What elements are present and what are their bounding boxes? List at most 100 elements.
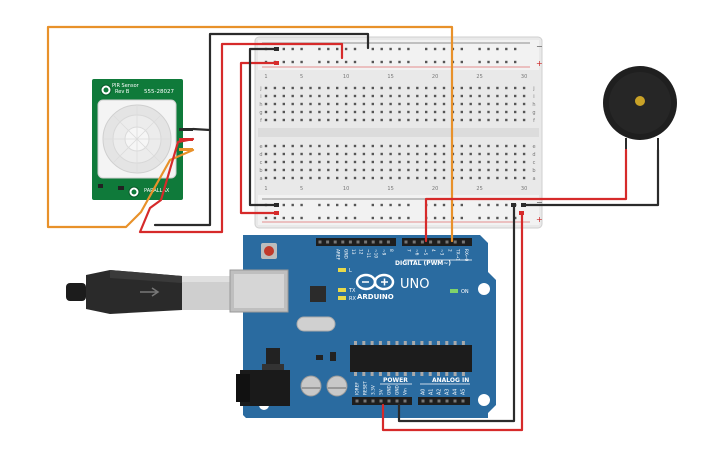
top-rail-holes (264, 47, 517, 64)
terminal-hole (336, 118, 339, 122)
terminal-hole (433, 94, 437, 98)
terminal-hole (487, 94, 490, 98)
terminal-hole (327, 176, 330, 180)
terminal-hole (318, 118, 321, 122)
rail-hole (318, 47, 321, 51)
column-number: 25 (476, 186, 482, 192)
terminal-hole (264, 176, 268, 180)
row-letter: i (533, 94, 534, 100)
rail-hole (282, 47, 285, 51)
terminal-hole (407, 118, 410, 122)
rail-hole (336, 216, 339, 220)
terminal-hole (318, 86, 321, 90)
row-letter: b (532, 168, 535, 174)
terminal-hole (291, 160, 294, 164)
chip-pin (354, 372, 357, 376)
analog-pin-label: A2 (437, 389, 443, 395)
terminal-hole (416, 176, 419, 180)
terminal-hole (522, 152, 526, 156)
digital-header-pins (318, 240, 465, 244)
terminal-hole (505, 102, 508, 106)
terminal-hole (336, 86, 339, 90)
header-pin (453, 399, 457, 403)
terminal-hole (496, 160, 499, 164)
terminal-hole (522, 110, 526, 114)
terminal-hole (291, 144, 294, 148)
digital-pin-label: GND (342, 249, 348, 260)
chip-pin (378, 341, 382, 345)
terminal-hole (282, 94, 285, 98)
usb-icon (140, 287, 160, 297)
terminal-hole (344, 144, 348, 148)
analog-pin-label: A1 (429, 389, 435, 395)
analog-pin-label: A5 (461, 389, 467, 395)
terminal-hole (460, 102, 463, 106)
chip-pin (403, 372, 407, 376)
rail-hole (291, 47, 294, 51)
terminal-hole (380, 118, 383, 122)
rail-hole (300, 60, 303, 64)
column-number: 15 (387, 74, 393, 80)
terminal-hole (407, 176, 410, 180)
terminal-hole (522, 102, 526, 106)
terminal-hole (380, 86, 383, 90)
header-pin (437, 240, 441, 244)
chip-pin (378, 372, 382, 376)
rail-hole (371, 203, 374, 207)
terminal-hole (273, 94, 277, 98)
digital-pin-label: RX←0 (463, 249, 469, 262)
rail-hole (327, 203, 330, 207)
terminal-hole (273, 118, 277, 122)
led-tx-label: TX (348, 288, 356, 294)
power-pin-label: GND (387, 384, 393, 395)
terminal-hole (380, 110, 383, 114)
chip-pin (362, 341, 366, 345)
wire-red-arduino-5v (381, 211, 524, 432)
terminal-hole (380, 160, 383, 164)
top-rail-minus-label: − (536, 42, 543, 51)
terminal-hole (469, 118, 472, 122)
chip-pin (395, 341, 399, 345)
terminal-hole (433, 168, 437, 172)
terminal-hole (478, 152, 481, 156)
terminal-hole (433, 160, 437, 164)
terminal-hole (336, 176, 339, 180)
digital-pin-label: ~11 (365, 249, 371, 258)
terminal-hole (371, 94, 374, 98)
terminal-hole (380, 144, 383, 148)
terminal-hole (442, 118, 446, 122)
terminal-hole (398, 118, 401, 122)
wire-red-rail-link (239, 61, 278, 215)
terminal-hole (389, 160, 392, 164)
analog-header (418, 397, 470, 405)
terminal-hole (522, 94, 526, 98)
header-pin (371, 399, 375, 403)
rail-hole (505, 216, 508, 220)
terminal-hole (336, 94, 339, 98)
digital-pin-label: 7 (406, 249, 412, 252)
header-pin (421, 399, 425, 403)
terminal-hole (273, 144, 277, 148)
terminal-hole (496, 86, 499, 90)
terminal-hole (442, 160, 446, 164)
terminal-hole (398, 168, 401, 172)
rail-hole (282, 203, 285, 207)
terminal-hole (407, 168, 410, 172)
terminal-hole (282, 176, 285, 180)
rail-hole (487, 60, 490, 64)
analog-pin-label: A4 (453, 389, 459, 395)
rail-hole (282, 60, 285, 64)
terminal-hole (282, 152, 285, 156)
rail-hole (300, 216, 303, 220)
terminal-hole (389, 152, 392, 156)
terminal-hole (344, 102, 348, 106)
terminal-hole (389, 144, 392, 148)
header-pin (437, 399, 441, 403)
terminal-hole (398, 102, 401, 106)
terminal-hole (398, 176, 401, 180)
terminal-hole (496, 176, 499, 180)
power-pin-label: GND (395, 384, 401, 395)
terminal-hole (362, 110, 366, 114)
rail-hole (336, 203, 339, 207)
center-channel (258, 128, 539, 137)
